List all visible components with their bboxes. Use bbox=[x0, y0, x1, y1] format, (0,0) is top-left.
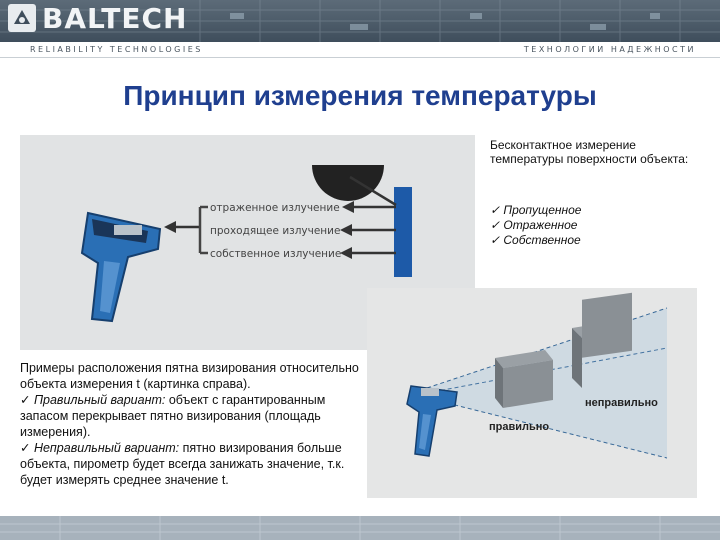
intro-text: Бесконтактное измерение температуры пове… bbox=[490, 138, 689, 166]
wrong-text: пятно визирования больше объекта, пироме… bbox=[20, 441, 345, 487]
list-item: ✓ Собственное bbox=[490, 233, 581, 247]
correct-label: Правильный вариант: bbox=[33, 393, 166, 407]
list-item: ✓ Пропущенное bbox=[490, 203, 582, 217]
correct-text: объект с гарантированным запасом перекры… bbox=[20, 393, 326, 439]
list-item: ✓ Неправильный вариант: пятно визировани… bbox=[20, 440, 365, 488]
spot-size-figure: правильно неправильно bbox=[367, 288, 697, 498]
footer-bar bbox=[0, 516, 720, 540]
list-item: ✓ Отраженное bbox=[490, 218, 578, 232]
label-wrong: неправильно bbox=[585, 397, 658, 409]
header-grid-pattern bbox=[0, 0, 720, 42]
logo-text: BALTECH bbox=[42, 2, 188, 35]
check-icon: ✓ bbox=[490, 218, 504, 232]
label-reflected: отраженное излучение bbox=[210, 202, 340, 214]
check-icon: ✓ bbox=[20, 393, 34, 407]
check-icon: ✓ bbox=[20, 441, 34, 455]
spot-explanation: Примеры расположения пятна визирования о… bbox=[20, 360, 365, 488]
footer-pattern bbox=[0, 516, 720, 540]
check-icon: ✓ bbox=[490, 233, 504, 247]
near-target-block bbox=[495, 350, 553, 408]
header-bar: BALTECH bbox=[0, 0, 720, 42]
tagline-right: ТЕХНОЛОГИИ НАДЕЖНОСТИ bbox=[523, 45, 696, 54]
radiation-types-list: ✓ Пропущенное ✓ Отраженное ✓ Собственное bbox=[490, 203, 581, 248]
list-item: ✓ Правильный вариант: объект с гарантиро… bbox=[20, 392, 365, 440]
wrong-label: Неправильный вариант: bbox=[33, 441, 180, 455]
page-title: Принцип измерения температуры bbox=[123, 80, 597, 111]
reflected-source-icon bbox=[312, 165, 384, 201]
check-icon: ✓ bbox=[490, 203, 504, 217]
far-target-block bbox=[572, 292, 632, 388]
label-correct: правильно bbox=[489, 421, 549, 433]
baltech-logo-icon bbox=[8, 4, 36, 32]
tagline-left: RELIABILITY TECHNOLOGIES bbox=[30, 45, 203, 54]
label-emitted: собственное излучение bbox=[210, 248, 341, 260]
pyrometer-small-icon bbox=[406, 385, 458, 457]
pyrometer-icon bbox=[80, 211, 162, 323]
target-object bbox=[394, 187, 412, 277]
label-transmitted: проходящее излучение bbox=[210, 225, 340, 237]
spot-intro: Примеры расположения пятна визирования о… bbox=[20, 361, 359, 391]
spot-size-diagram: правильно неправильно bbox=[406, 292, 668, 459]
radiation-figure: отраженное излучение проходящее излучени… bbox=[20, 135, 475, 350]
tagline-bar bbox=[0, 42, 720, 58]
radiation-diagram: отраженное излучение проходящее излучени… bbox=[80, 165, 412, 323]
